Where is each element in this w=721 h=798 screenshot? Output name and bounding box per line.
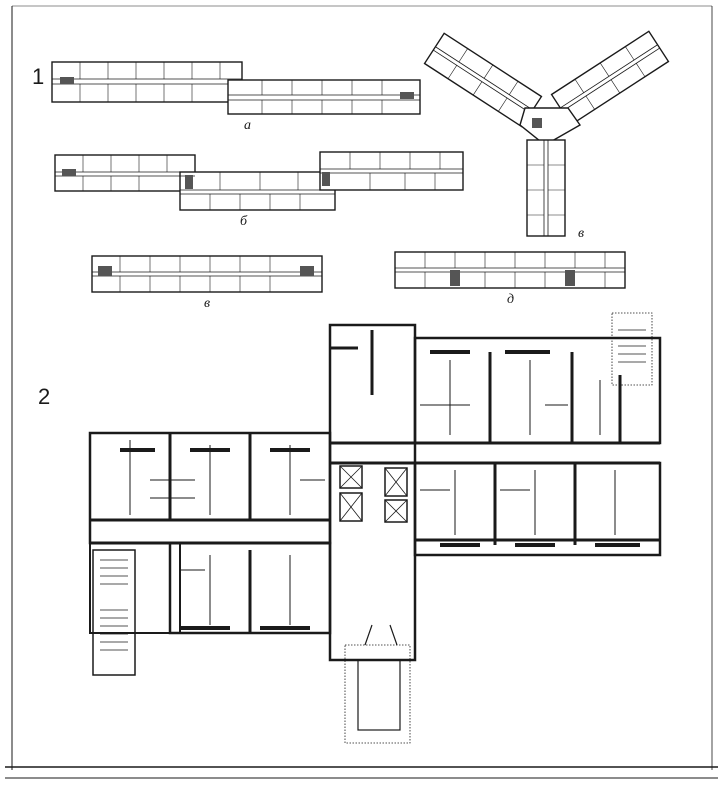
- caption-b: б: [240, 214, 248, 229]
- scheme-a: [51, 61, 421, 115]
- caption-a: а: [244, 118, 251, 133]
- caption-v-upper: в: [578, 226, 585, 241]
- scheme-v-slab: [91, 255, 323, 293]
- part-number-2: 2: [38, 384, 51, 409]
- scheme-b: [54, 151, 464, 211]
- scheme-d: [394, 251, 626, 289]
- scheme-v-three-ray: [423, 30, 670, 237]
- detailed-floor-plan: [88, 312, 662, 744]
- part-number-1: 1: [32, 64, 45, 89]
- caption-d: д: [507, 292, 515, 307]
- caption-v-lower: в: [204, 296, 211, 311]
- sheet-frame: [5, 5, 718, 779]
